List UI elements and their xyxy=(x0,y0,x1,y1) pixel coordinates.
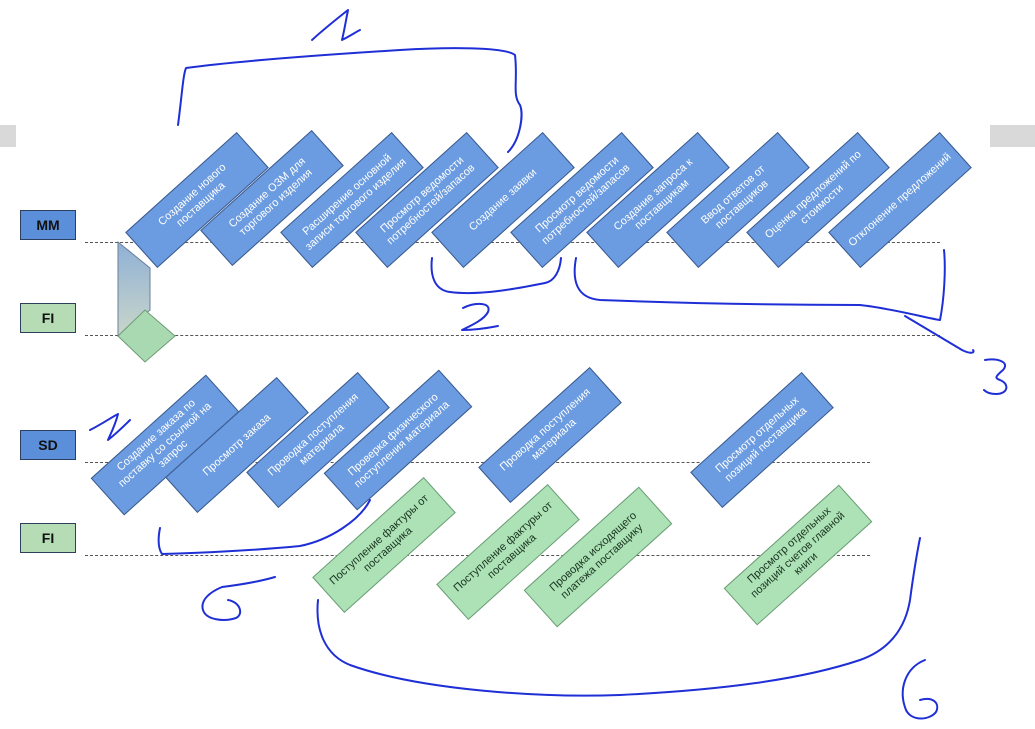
connector-diamond xyxy=(117,309,176,363)
left-edge-tab xyxy=(0,125,16,147)
lane-label-fi-top: FI xyxy=(20,303,76,333)
lane-label-mm: MM xyxy=(20,210,76,240)
lane-line-sd xyxy=(85,462,870,463)
lane-line-mm xyxy=(85,242,940,243)
lane-label-fi-bottom: FI xyxy=(20,523,76,553)
lane-line-fi-top xyxy=(85,335,940,336)
right-edge-tab xyxy=(990,125,1035,147)
lane-label-sd: SD xyxy=(20,430,76,460)
